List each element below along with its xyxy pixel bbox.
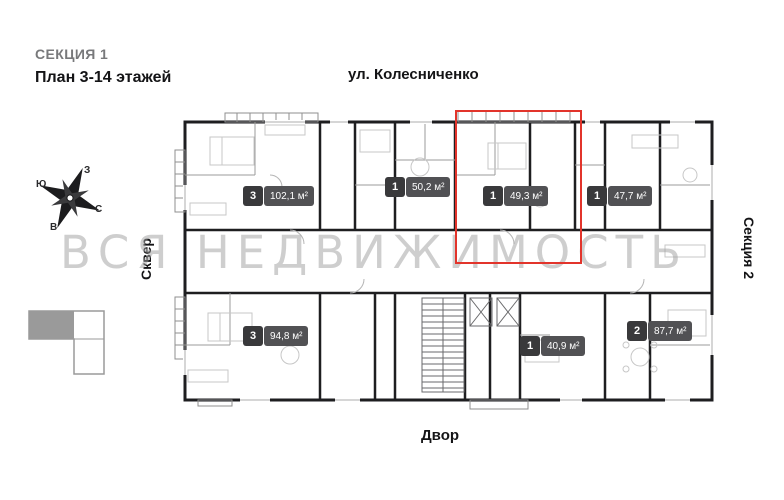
plan-title: План 3-14 этажей [35, 69, 172, 86]
windows [183, 120, 714, 402]
apartment-rooms: 3 [243, 186, 263, 206]
apartment-rooms: 3 [243, 326, 263, 346]
compass-west-label: З [84, 165, 91, 176]
street-label: ул. Колесниченко [348, 66, 479, 83]
outer-walls [183, 120, 714, 402]
elevator-icon [469, 297, 520, 327]
building-locator-icon [28, 310, 113, 385]
apartment-badge-102-1[interactable]: 3 102,1 м² [243, 186, 315, 206]
apartment-area: 47,7 м² [608, 186, 653, 206]
apartment-badge-49-3-selected[interactable]: 1 49,3 м² [483, 186, 549, 206]
selected-apartment-outline [455, 110, 582, 264]
apartment-badge-50-2[interactable]: 1 50,2 м² [385, 177, 451, 197]
apartment-area: 94,8 м² [264, 326, 309, 346]
balcony-rails [174, 110, 571, 410]
apartment-rooms: 1 [520, 336, 540, 356]
apartment-badge-47-7[interactable]: 1 47,7 м² [587, 186, 653, 206]
apartment-area: 102,1 м² [264, 186, 315, 206]
apartment-badge-94-8[interactable]: 3 94,8 м² [243, 326, 309, 346]
section-title: СЕКЦИЯ 1 [35, 46, 109, 62]
apartment-rooms: 2 [627, 321, 647, 341]
apartment-badge-87-7[interactable]: 2 87,7 м² [627, 321, 693, 341]
apartment-area: 49,3 м² [504, 186, 549, 206]
section2-label: Секция 2 [741, 217, 757, 279]
compass-east-label: В [50, 222, 58, 233]
dvor-label: Двор [421, 427, 460, 444]
apartment-area: 50,2 м² [406, 177, 451, 197]
watermark: ВСЯ НЕДВИЖИМОСТЬ [60, 226, 688, 279]
apartment-rooms: 1 [587, 186, 607, 206]
apartment-rooms: 1 [385, 177, 405, 197]
apartment-area: 87,7 м² [648, 321, 693, 341]
stairs-icon [421, 297, 465, 393]
compass-south-label: Ю [36, 179, 47, 190]
apartment-rooms: 1 [483, 186, 503, 206]
compass-north-label: С [95, 204, 103, 215]
compass-rose: С Ю З В [24, 152, 116, 244]
apartment-badge-40-9[interactable]: 1 40,9 м² [520, 336, 586, 356]
compass-star-icon [39, 167, 101, 229]
door-arcs [269, 174, 645, 294]
floor-plan-drawing [174, 110, 714, 410]
apartment-area: 40,9 м² [541, 336, 586, 356]
